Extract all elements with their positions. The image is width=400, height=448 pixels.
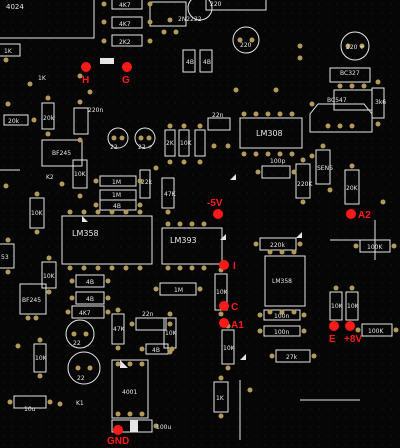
label-r-10k-c: 10K xyxy=(31,210,44,217)
label-c-10u: 10u xyxy=(24,406,36,413)
test-point-a1[interactable] xyxy=(219,318,229,328)
label-ic-lm358b: LM358 xyxy=(272,278,292,285)
label-r-10k-h: 10K xyxy=(347,303,360,310)
label-ic-lm308: LM308 xyxy=(256,129,283,138)
label-r-10k-f: 10K xyxy=(165,330,178,337)
label-r-1k-b: 1K xyxy=(38,75,47,82)
label-r-220k-b: 220k xyxy=(270,242,285,249)
label-c-220-right: 220 + xyxy=(346,44,364,51)
silkscreen-labels: 4024 4K7 4K7 2K2 2N2222 220 220 220 + 1K… xyxy=(1,1,386,431)
label-r-4b-c: 4B xyxy=(113,203,121,210)
label-c-220-mid: 220 xyxy=(240,42,252,49)
label-r-1m-c: 1M xyxy=(174,287,183,294)
test-point-c[interactable] xyxy=(219,301,229,311)
label-r-47k-b: 47K xyxy=(113,326,126,333)
label-c-100n: 100n xyxy=(274,313,289,320)
label-r-4k7-b: 4K7 xyxy=(119,21,131,28)
label-c-100p: 100p xyxy=(270,158,285,165)
label-ic-lm358: LM358 xyxy=(72,229,99,238)
label-ic-lm393: LM393 xyxy=(170,236,197,245)
test-point-gnd[interactable] xyxy=(113,425,123,435)
label-r-4b-d: 4B xyxy=(86,279,94,286)
label-r-4b-a: 4B xyxy=(186,59,194,66)
marker-label-a1: A1 xyxy=(231,320,244,331)
label-r-10k-g: 10K xyxy=(331,303,344,310)
label-r-2k2: 2K2 xyxy=(119,39,131,46)
label-r-20k-c: 20K xyxy=(346,185,359,192)
label-r-4k7-c: 4K7 xyxy=(79,310,91,317)
label-r-10k-e: 10K xyxy=(216,289,229,296)
label-r-22k-a: 22k xyxy=(141,179,153,186)
label-r-10k-a: 10K xyxy=(180,140,193,147)
marker-label-a2: A2 xyxy=(358,210,371,221)
label-r-1k: 1K xyxy=(4,48,13,55)
label-r-2k: 2K xyxy=(166,140,175,147)
marker-label-i: I xyxy=(233,261,236,272)
test-point-neg5v[interactable] xyxy=(213,209,223,219)
test-point-a2[interactable] xyxy=(346,209,356,219)
label-r-47k: 47K xyxy=(164,191,177,198)
solder-pads xyxy=(3,1,399,429)
label-c-22-b: 22 + xyxy=(138,144,153,151)
label-r-10k-b: 10K xyxy=(74,171,87,178)
label-r-10k-d: 10K xyxy=(43,273,56,280)
label-c-22-d: 22 xyxy=(77,375,85,382)
label-q-bf245: BF245 xyxy=(52,150,71,157)
test-point-markers xyxy=(81,62,356,435)
marker-label-c: C xyxy=(231,302,238,313)
label-r-3k6: 3k6 xyxy=(375,99,386,106)
test-point-e[interactable] xyxy=(329,321,339,331)
marker-label-g: G xyxy=(122,75,130,86)
marker-label-gnd: GND xyxy=(107,436,129,447)
marker-label-pos8v: +8V xyxy=(344,334,362,345)
label-c-220n: 220n xyxy=(88,107,103,114)
test-point-h[interactable] xyxy=(81,62,91,72)
label-q-bc547: BC547 xyxy=(327,97,347,104)
label-r-4k7-a: 4K7 xyxy=(119,2,131,9)
marker-label-neg5v: -5V xyxy=(207,198,223,209)
label-r-220k: 220K xyxy=(297,181,313,188)
label-r-1m-a: 1M xyxy=(112,179,121,186)
label-r-100k-a: 100K xyxy=(367,244,383,251)
label-c-100u: 100u xyxy=(156,424,171,431)
label-ic-4001: 4001 xyxy=(122,389,137,396)
label-q-2n2222: 2N2222 xyxy=(178,16,202,23)
label-c-220-top: 220 xyxy=(210,1,222,8)
label-r-10k-i: 10K xyxy=(35,355,48,362)
label-c-22n: 22n xyxy=(212,112,224,119)
label-r-4b-b: 4B xyxy=(203,59,211,66)
label-r-20k-a: 20k xyxy=(8,118,20,125)
label-c-22-a: 22 xyxy=(110,144,118,151)
label-q-bf245b: BF245 xyxy=(22,297,41,304)
marker-label-e: E xyxy=(329,334,336,345)
label-board-id: 4024 xyxy=(6,3,24,11)
label-k1: K1 xyxy=(76,400,84,407)
label-r-4b-f: 4B xyxy=(152,347,160,354)
test-point-i[interactable] xyxy=(219,260,229,270)
label-c-100n-b: 100n xyxy=(274,329,289,336)
label-r-1k-c: 1K xyxy=(216,395,225,402)
label-r-20k-b: 20k xyxy=(43,115,55,122)
label-r-100k-b: 100K xyxy=(368,328,384,335)
label-c-22n-b: 22n xyxy=(142,311,154,318)
label-c-22-c: 22 xyxy=(73,340,81,347)
label-sens: SENS xyxy=(317,165,333,172)
label-r-4b-e: 4B xyxy=(86,296,94,303)
label-r-27k: 27k xyxy=(286,354,298,361)
silkscreen-notches xyxy=(82,58,302,432)
label-r-10k-j: 10K xyxy=(223,345,236,352)
label-k2: K2 xyxy=(46,174,54,181)
test-point-g[interactable] xyxy=(122,62,132,72)
test-point-labels: H G -5V A2 I C A1 E +8V GND xyxy=(82,75,371,447)
marker-label-h: H xyxy=(82,75,89,86)
label-r-1m-b: 1M xyxy=(112,192,121,199)
label-q-bc327: BC327 xyxy=(340,70,360,77)
label-r-53: 53 xyxy=(1,254,9,261)
test-point-pos8v[interactable] xyxy=(345,321,355,331)
